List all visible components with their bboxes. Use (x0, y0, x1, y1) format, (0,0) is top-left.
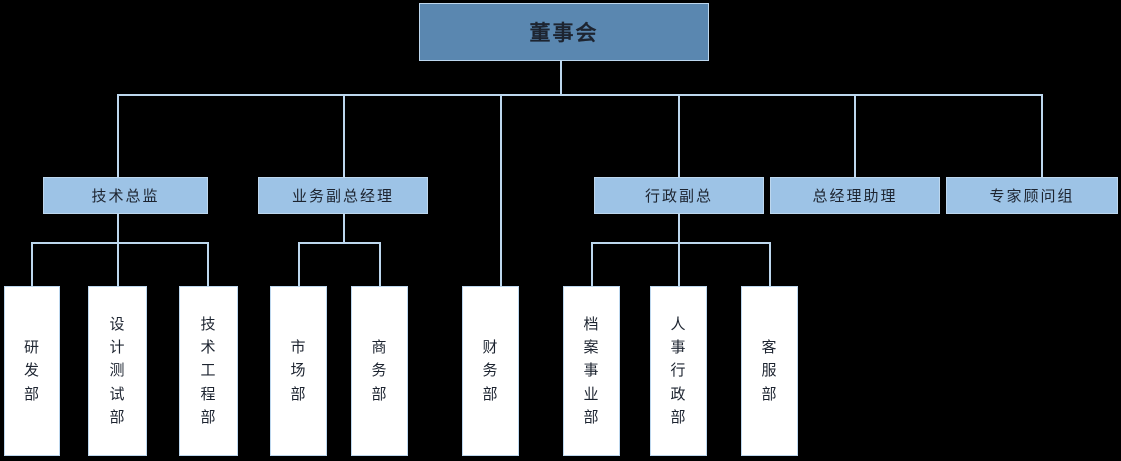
connector-tech-eng (207, 242, 209, 286)
connector-biz-market (298, 242, 300, 286)
connector-tech-rd (31, 242, 33, 286)
connector-to-biz-vp (343, 94, 345, 177)
connector-root-down (560, 61, 562, 95)
node-hr-admin[interactable]: 人事行政部 (650, 286, 707, 456)
node-market-dept[interactable]: 市场部 (270, 286, 327, 456)
connector-admin-bus (591, 242, 770, 244)
node-biz-vp[interactable]: 业务副总经理 (258, 177, 428, 214)
node-business-dept[interactable]: 商务部 (351, 286, 408, 456)
connector-admin-archive (591, 242, 593, 286)
node-tech-director[interactable]: 技术总监 (43, 177, 208, 214)
connector-tech-design (117, 242, 119, 286)
node-tech-eng[interactable]: 技术工程部 (179, 286, 238, 456)
connector-admin-service (769, 242, 771, 286)
connector-biz-down (343, 213, 345, 243)
connector-admin-down (678, 213, 680, 243)
node-design-test[interactable]: 设计测试部 (88, 286, 147, 456)
node-expert-group[interactable]: 专家顾问组 (946, 177, 1118, 214)
connector-to-expert-group (1041, 94, 1043, 177)
connector-to-finance-dept (500, 94, 502, 286)
connector-biz-business (379, 242, 381, 286)
connector-biz-bus (298, 242, 381, 244)
connector-level1-bus (117, 94, 1042, 96)
node-rd-dept[interactable]: 研发部 (4, 286, 60, 456)
connector-to-gm-assistant (854, 94, 856, 177)
node-archive-div[interactable]: 档案事业部 (563, 286, 620, 456)
node-gm-assistant[interactable]: 总经理助理 (770, 177, 940, 214)
node-board[interactable]: 董事会 (419, 3, 709, 61)
node-finance-dept[interactable]: 财务部 (462, 286, 519, 456)
connector-to-tech-director (117, 94, 119, 177)
node-service-dept[interactable]: 客服部 (741, 286, 798, 456)
connector-to-admin-vp (678, 94, 680, 177)
connector-tech-bus (31, 242, 208, 244)
connector-tech-down (117, 213, 119, 243)
node-admin-vp[interactable]: 行政副总 (594, 177, 764, 214)
connector-admin-hr (678, 242, 680, 286)
